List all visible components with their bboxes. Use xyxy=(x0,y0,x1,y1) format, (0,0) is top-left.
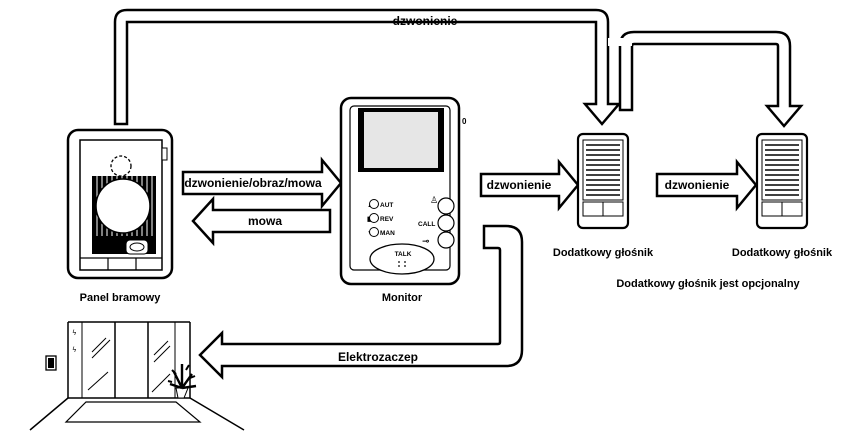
talk-button xyxy=(369,243,435,275)
key-icon: ⊸ xyxy=(422,237,430,247)
monitor-to-gate-label: mowa xyxy=(248,214,282,228)
speaker1-label: Dodatkowy głośnik xyxy=(553,247,654,259)
monitor-to-gate-arrow: mowa xyxy=(191,195,332,247)
speaker-to-speaker-arrow: dzwonienie xyxy=(655,158,758,212)
speaker-to-speaker-label: dzwonienie xyxy=(665,178,730,192)
monitor-label: Monitor xyxy=(382,292,423,304)
call-label: CALL xyxy=(418,221,435,228)
svg-text:ϟ: ϟ xyxy=(72,329,77,337)
person-icon: ♙ xyxy=(430,196,438,206)
top-arrow-label: dzwonienie xyxy=(393,14,458,28)
led-indicator-icon: 0 xyxy=(462,117,467,126)
talk-label: TALK xyxy=(395,251,412,258)
gate-to-monitor-arrow: dzwonienie/obraz/mowa xyxy=(181,156,343,210)
call-button-icon xyxy=(129,242,145,252)
gate-panel-label: Panel bramowy xyxy=(80,292,162,304)
call-button xyxy=(437,214,455,232)
speaker2-label: Dodatkowy głośnik xyxy=(732,247,833,259)
monitor: 0 ▲ AUT ◧ REV ▼ MAN ♙ CALL ⊸ TALK Monito… xyxy=(339,96,467,304)
gate-to-monitor-label: dzwonienie/obraz/mowa xyxy=(184,176,322,190)
rev-label: REV xyxy=(380,216,394,223)
top-ringing-arrow: dzwonienie xyxy=(113,8,804,128)
plant-icon xyxy=(167,364,197,399)
optional-note: Dodatkowy głośnik jest opcjonalny xyxy=(616,278,800,290)
extra-speaker-1: Dodatkowy głośnik xyxy=(553,132,654,259)
entrance-door-illustration: ϟ ϟ xyxy=(29,321,245,431)
unlock-button xyxy=(437,231,455,249)
monitor-button xyxy=(437,197,455,215)
man-label: MAN xyxy=(380,230,395,237)
lock-arrow: Elektrozaczep xyxy=(198,224,524,381)
monitor-to-speaker-label: dzwonienie xyxy=(487,178,552,192)
lock-arrow-label: Elektrozaczep xyxy=(338,350,418,364)
monitor-to-speaker-arrow: dzwonienie xyxy=(479,158,580,212)
extra-speaker-2: Dodatkowy głośnik xyxy=(732,132,833,259)
gate-panel: Panel bramowy xyxy=(66,128,174,304)
svg-text:ϟ: ϟ xyxy=(72,346,77,354)
aut-label: AUT xyxy=(380,202,393,209)
